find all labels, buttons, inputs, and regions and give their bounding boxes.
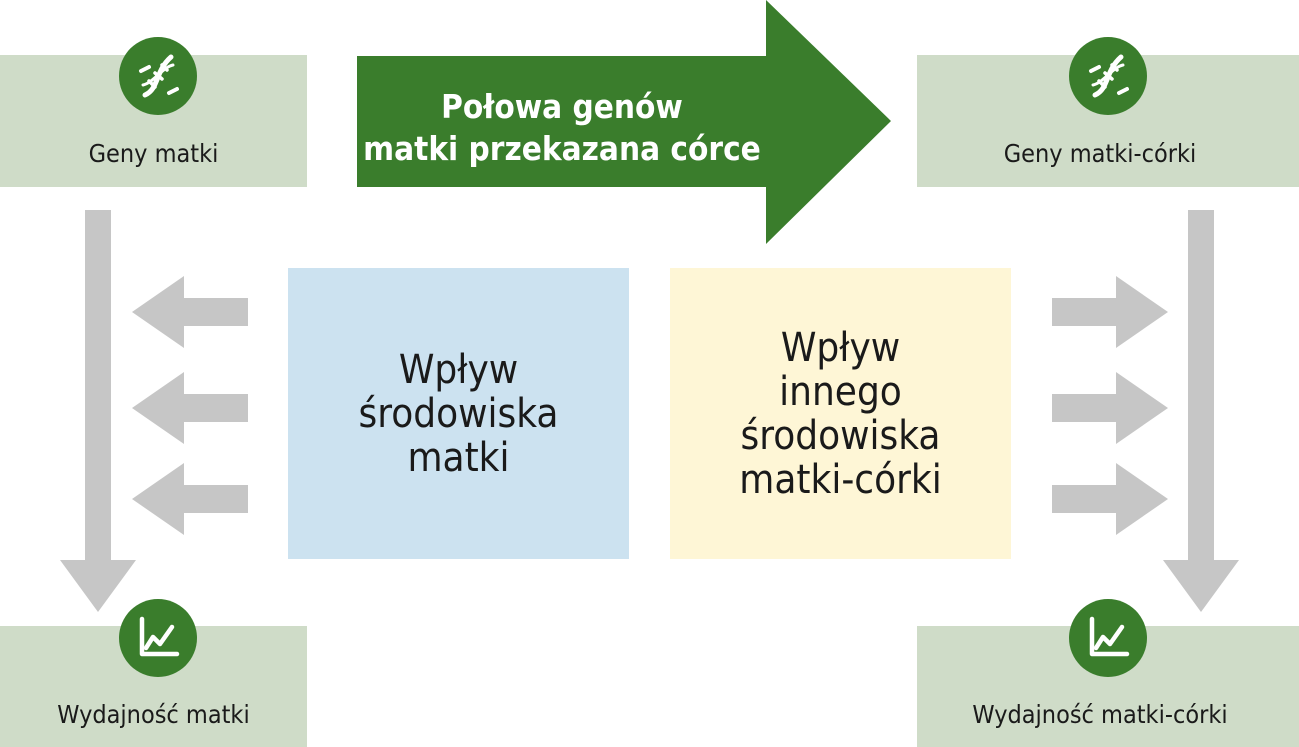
daughter-genes-to-performance-arrow [1163,210,1239,612]
mother-environment-influence-arrow [132,463,248,535]
line-chart-icon [1069,599,1147,677]
dna-icon [119,37,197,115]
daughter-environment-influence-arrow [1052,276,1168,348]
mother-environment-influence-arrow [132,276,248,348]
mother-environment-box: Wpływ środowiska matki [288,268,629,559]
daughter-performance-label: Wydajność matki-córki [972,700,1228,729]
inheritance-arrow-label: Połowa genów matki przekazana córce [363,87,761,168]
mother-environment-influence-arrow [132,372,248,444]
mother-environment-label: Wpływ środowiska matki [358,346,559,481]
daughter-environment-influence-arrow [1052,463,1168,535]
daughter-environment-label: Wpływ innego środowiska matki-córki [739,324,942,503]
mother-performance-label: Wydajność matki [57,700,250,729]
mother-genes-box: Geny matki [0,55,307,187]
daughter-performance-box: Wydajność matki-córki [917,626,1299,747]
daughter-genes-label: Geny matki-córki [1003,139,1197,168]
line-chart-icon [119,599,197,677]
daughter-environment-box: Wpływ innego środowiska matki-córki [670,268,1011,559]
inheritance-arrow [357,0,891,244]
daughter-environment-influence-arrow [1052,372,1168,444]
mother-genes-label: Geny matki [88,139,219,168]
mother-genes-to-performance-arrow [60,210,136,612]
dna-icon [1069,37,1147,115]
